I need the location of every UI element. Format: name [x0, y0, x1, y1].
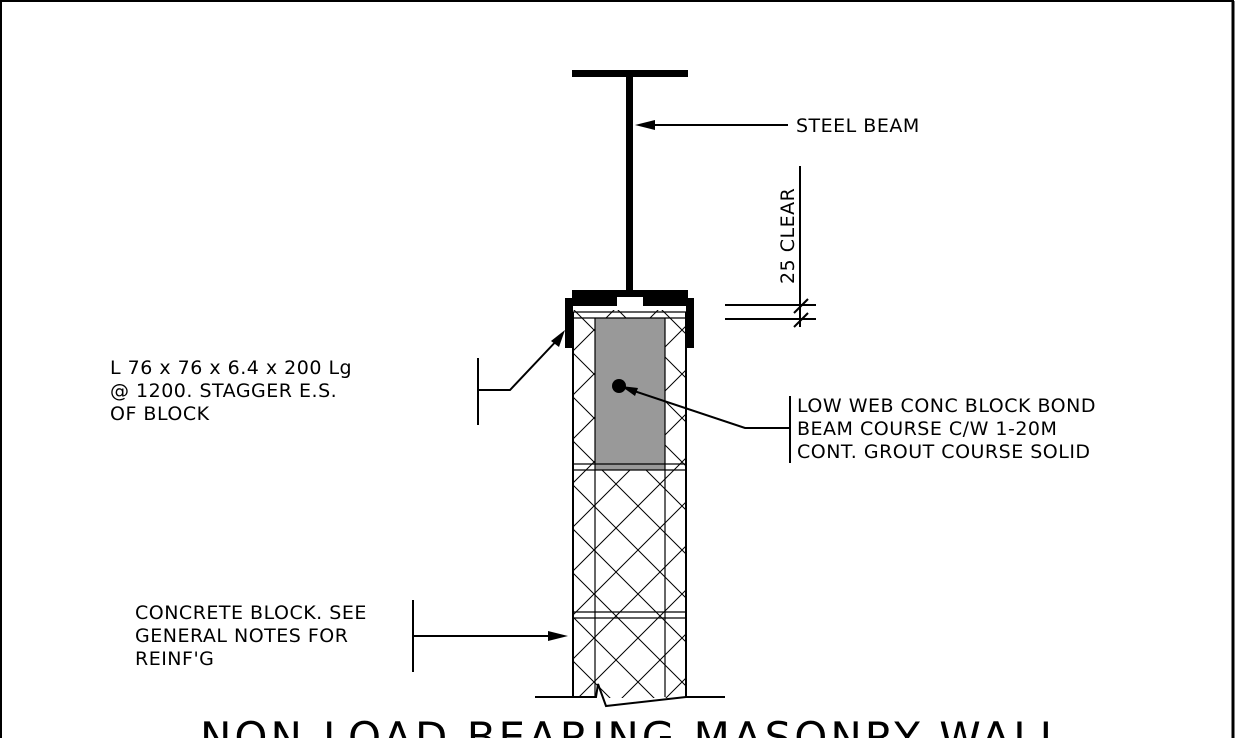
concrete-block-label: CONCRETE BLOCK. SEE GENERAL NOTES FOR RE… — [135, 602, 367, 670]
steel-angle-left — [565, 298, 573, 348]
bond-beam-leader — [621, 386, 791, 463]
angle-leader — [477, 330, 565, 425]
clearance-label: 25 CLEAR — [777, 188, 799, 284]
angle-label-line-1: L 76 x 76 x 6.4 x 200 Lg — [110, 357, 352, 379]
bond-beam-label-line-1: LOW WEB CONC BLOCK BOND — [797, 395, 1096, 417]
angle-label-line-3: OF BLOCK — [110, 403, 210, 425]
bond-beam-label-line-3: CONT. GROUT COURSE SOLID — [797, 441, 1091, 463]
concrete-block-label-line-2: GENERAL NOTES FOR — [135, 625, 348, 647]
floor-slab-break — [535, 683, 725, 708]
concrete-block-label-line-3: REINF'G — [135, 648, 214, 670]
bond-beam-label-line-2: BEAM COURSE C/W 1-20M — [797, 418, 1057, 440]
concrete-block-leader — [412, 600, 568, 672]
concrete-block-label-line-1: CONCRETE BLOCK. SEE — [135, 602, 367, 624]
angle-label: L 76 x 76 x 6.4 x 200 Lg @ 1200. STAGGER… — [110, 357, 352, 425]
steel-angle-right — [686, 298, 694, 348]
steel-beam-leader — [635, 120, 788, 130]
steel-beam-label: STEEL BEAM — [796, 115, 920, 137]
angle-label-line-2: @ 1200. STAGGER E.S. — [110, 380, 337, 402]
clearance-dimension — [725, 166, 816, 328]
drawing-title: NON-LOAD BEARING MASONRY WALL — [200, 713, 1066, 738]
masonry-wall — [572, 310, 687, 698]
bond-beam-grout — [595, 318, 665, 470]
reinforcing-bar — [612, 379, 626, 393]
bond-beam-label: LOW WEB CONC BLOCK BOND BEAM COURSE C/W … — [797, 395, 1096, 463]
steel-beam — [572, 70, 688, 306]
